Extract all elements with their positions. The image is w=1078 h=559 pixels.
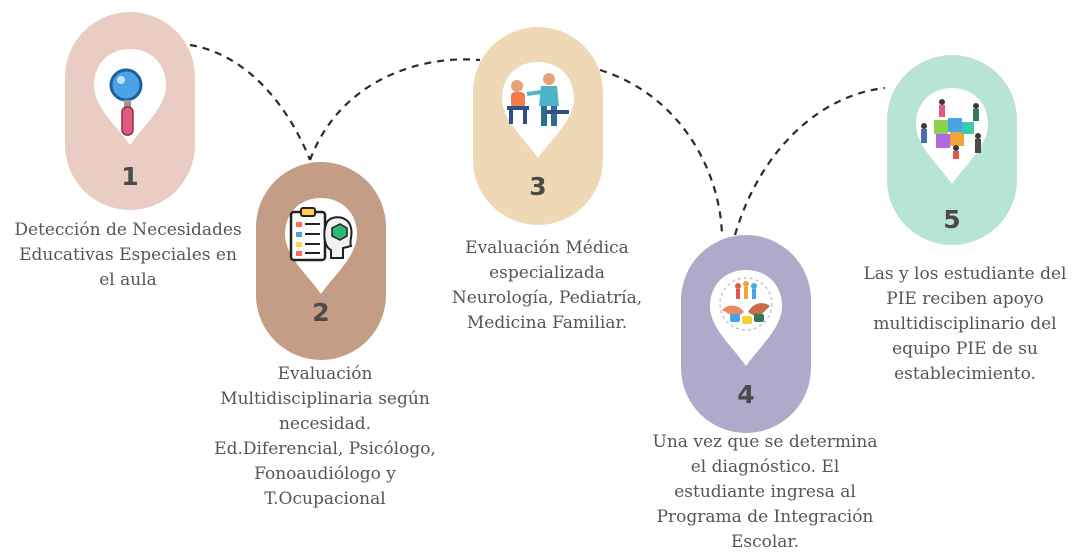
step-5-number: 5 [943,205,961,234]
step-2-number: 2 [312,298,330,327]
magnifier-icon [109,68,143,136]
step-5-description: Las y los estudiante del PIE reciben apo… [863,264,1067,384]
step-1-number: 1 [121,162,139,191]
step-3-description: Evaluación Médica especializada Neurolog… [451,238,643,333]
step-4-description: Una vez que se determina el diagnóstico.… [652,432,878,552]
inclusion-hands-icon [719,277,773,331]
step-4-number: 4 [737,380,755,409]
step-2-description: Evaluación Multidisciplinaria según nece… [214,364,436,509]
clipboard-brain-icon [289,207,353,262]
doctor-patient-icon [507,73,569,126]
step-3-number: 3 [529,172,547,201]
step-1-description: Detección de Necesidades Educativas Espe… [14,220,242,290]
team-puzzle-icon [921,99,981,159]
